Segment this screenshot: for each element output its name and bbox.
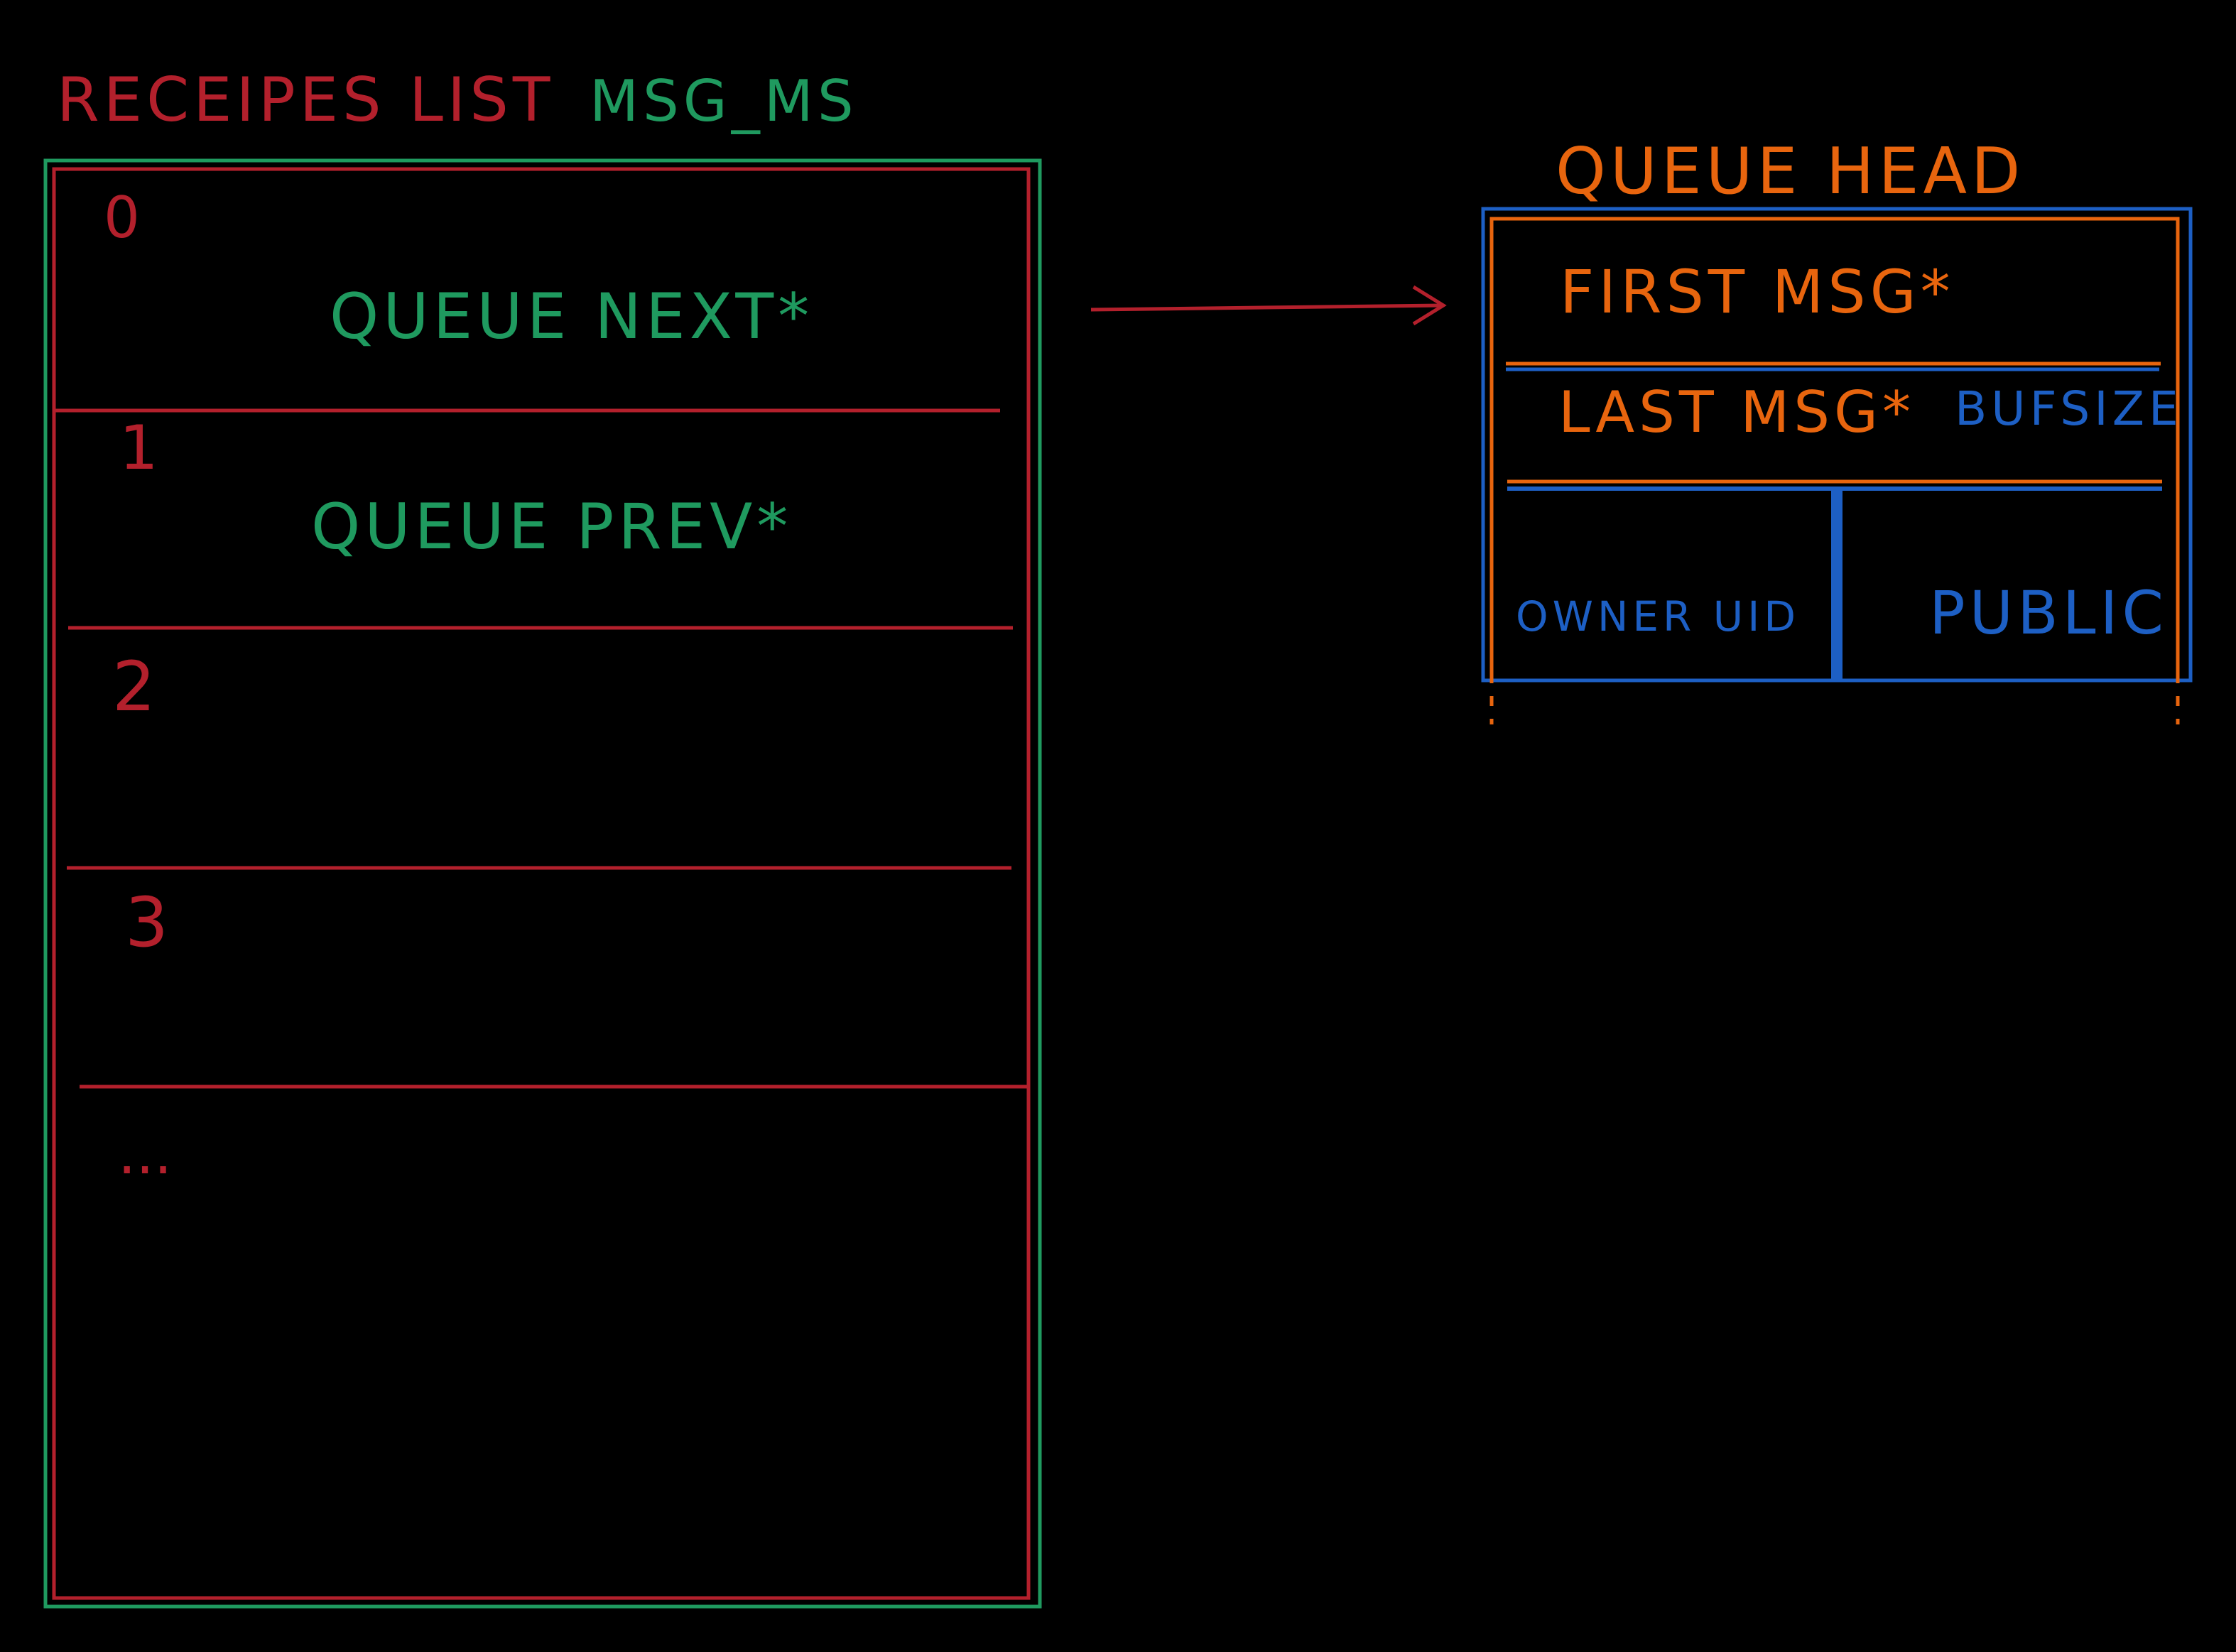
last-msg-field: LAST MSG* <box>1558 379 1915 445</box>
row-index-0: 0 <box>104 185 140 251</box>
pointer-arrow-line <box>1090 303 1443 312</box>
queue-head-inner-frame <box>1489 217 2180 673</box>
first-msg-field: FIRST MSG* <box>1560 257 1955 327</box>
owner-uid-field: OWNER UID <box>1516 592 1800 641</box>
msg-ms-outer-frame <box>43 158 1042 1609</box>
bufsize-field: BUFSIZE <box>1955 381 2183 436</box>
row-index-2: 2 <box>112 647 156 727</box>
row-index-1: 1 <box>119 413 158 484</box>
queue-head-title: QUEUE HEAD <box>1556 134 2024 209</box>
pointer-arrow-head <box>1412 285 1447 326</box>
public-field: PUBLIC <box>1929 578 2168 648</box>
queue-next-field: QUEUE NEXT* <box>330 280 813 353</box>
receipes-list-title: RECEIPES LIST <box>57 65 554 136</box>
receipes-list-frame <box>52 167 1031 1600</box>
queue-prev-field: QUEUE PREV* <box>311 490 792 563</box>
row-index-3: 3 <box>125 883 168 962</box>
msg-ms-label: MSG_MS <box>590 68 858 134</box>
row-index-ellipsis: ... <box>118 1121 172 1187</box>
